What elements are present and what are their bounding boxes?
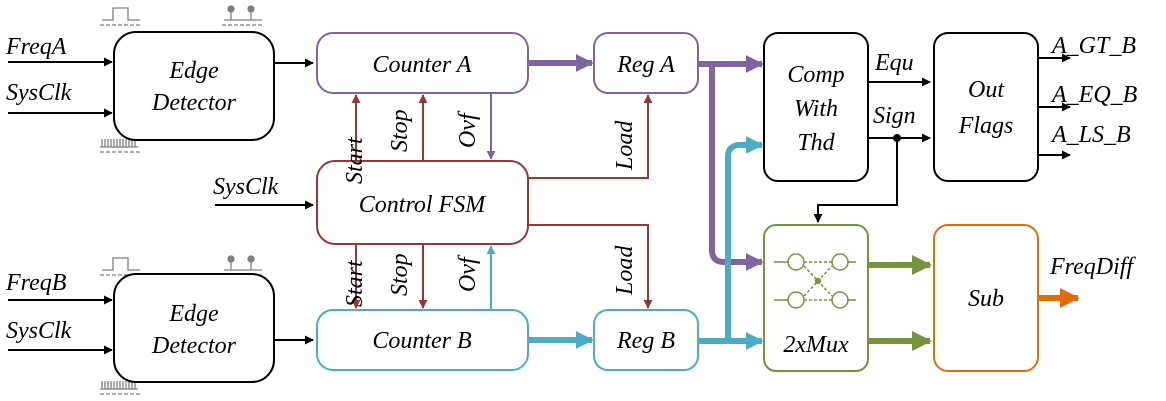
start-a-label: Start: [342, 136, 368, 184]
out-flags-label-line2: Flags: [958, 113, 1014, 139]
edge-detector-a-label-line2: Detector: [151, 90, 237, 116]
edge-detector-a-block: Edge Detector: [113, 31, 275, 141]
a-ls-b-label: A_LS_B: [1050, 122, 1131, 148]
edge-detector-b-block: Edge Detector: [113, 273, 275, 383]
comp-label-line2: With: [794, 96, 838, 122]
counter-b-block: Counter B: [316, 309, 529, 371]
sub-block: Sub: [933, 224, 1039, 372]
load-a-arrow: [528, 94, 653, 179]
control-fsm-block: Control FSM: [316, 160, 529, 245]
edge-detector-b-label-line2: Detector: [151, 333, 237, 359]
sign-label: Sign: [873, 103, 916, 129]
equ-label: Equ: [874, 50, 914, 76]
ovf-b-label: Ovf: [455, 254, 481, 292]
load-b-label: Load: [612, 245, 638, 296]
mux-block: 2xMux: [763, 224, 869, 372]
sysclk-b-input-label: SysClk: [6, 318, 72, 344]
a-eq-b-label: A_EQ_B: [1050, 82, 1138, 108]
sub-label: Sub: [968, 286, 1004, 312]
control-fsm-label: Control FSM: [359, 192, 487, 218]
counter-b-label: Counter B: [372, 328, 472, 354]
mux-label: 2xMux: [783, 332, 849, 358]
sysclk-a-input-label: SysClk: [6, 80, 72, 106]
freq-b-input-label: FreqB: [5, 270, 67, 296]
load-b-arrow: [528, 224, 653, 309]
edge-detector-b-label-line1: Edge: [168, 301, 219, 327]
clock-waveform-icon: [100, 139, 140, 153]
sign-to-mux-arrow: [813, 138, 898, 223]
out-flags-label-line1: Out: [968, 77, 1005, 103]
edge-marker-waveform-icon: [222, 255, 264, 276]
out-flags-block: Out Flags: [933, 32, 1039, 182]
sysclk-fsm-input-label: SysClk: [213, 174, 279, 200]
reg-b-label: Reg B: [616, 328, 675, 354]
freq-a-input-label: FreqA: [5, 34, 67, 60]
pulse-waveform-icon: [100, 7, 142, 26]
reg-b-block: Reg B: [593, 309, 699, 371]
a-gt-b-label: A_GT_B: [1050, 33, 1136, 59]
comp-with-thd-block: Comp With Thd: [763, 32, 869, 182]
stop-b-label: Stop: [387, 253, 413, 296]
comp-label-line3: Thd: [797, 130, 835, 156]
reg-a-block: Reg A: [593, 32, 699, 94]
comp-label-line1: Comp: [787, 62, 844, 88]
load-a-label: Load: [612, 120, 638, 171]
mux-switch-icon: [774, 253, 856, 309]
reg-b-output-bus: [698, 142, 762, 344]
edge-marker-waveform-icon: [222, 5, 264, 26]
ovf-a-label: Ovf: [455, 110, 481, 148]
start-b-label: Start: [342, 259, 368, 307]
stop-a-label: Stop: [387, 109, 413, 152]
clock-waveform-icon: [100, 381, 140, 395]
reg-a-label: Reg A: [616, 52, 675, 78]
counter-a-block: Counter A: [316, 32, 529, 94]
freq-diff-label: FreqDiff: [1049, 254, 1136, 280]
counter-a-label: Counter A: [373, 52, 472, 78]
pulse-waveform-icon: [100, 257, 142, 276]
edge-detector-a-label-line1: Edge: [168, 58, 219, 84]
